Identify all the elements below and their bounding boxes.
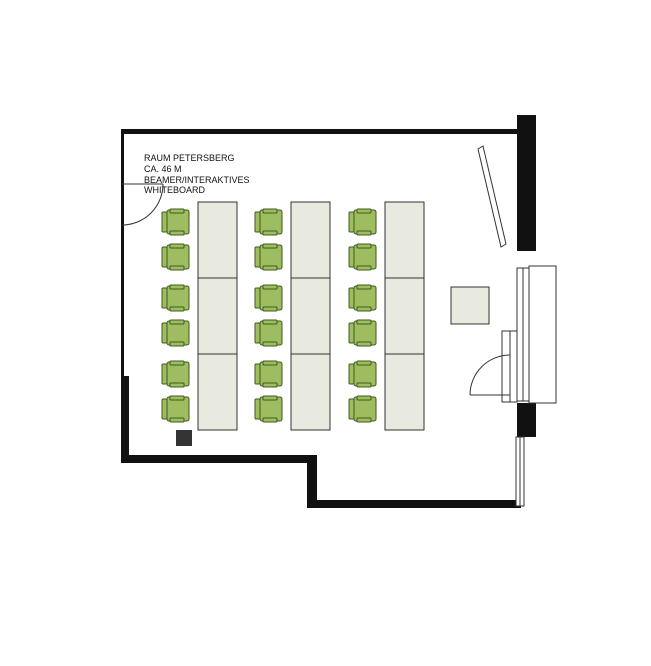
top-wall	[121, 129, 521, 134]
right-pillar-top	[517, 115, 536, 251]
room-area: CA. 46 M	[144, 164, 182, 174]
whiteboard	[477, 145, 507, 248]
table-3-2	[384, 277, 425, 355]
chair-3-6	[348, 395, 377, 423]
chair-1-2	[161, 243, 190, 271]
room-equipment-line2: WHITEBOARD	[144, 185, 206, 195]
room-equipment-line1: BEAMER/INTERAKTIVES	[144, 175, 250, 185]
bottom-wall-left	[121, 455, 317, 463]
table-2-2	[290, 277, 331, 355]
chair-3-5	[348, 360, 377, 388]
right-windows	[515, 265, 557, 507]
chair-1-6	[161, 395, 190, 423]
walls	[121, 115, 536, 508]
right-door	[469, 330, 518, 403]
chair-2-3	[254, 284, 283, 312]
table-1-3	[197, 353, 238, 431]
table-1-2	[197, 277, 238, 355]
right-pillar-middle	[517, 403, 536, 437]
table-3-3	[384, 353, 425, 431]
left-door	[121, 183, 164, 226]
table-3-1	[384, 201, 425, 279]
chair-2-6	[254, 395, 283, 423]
chair-1-4	[161, 319, 190, 347]
bottom-wall-right	[307, 500, 521, 508]
chair-1-5	[161, 360, 190, 388]
table-2-1	[290, 201, 331, 279]
table-1-1	[197, 201, 238, 279]
left-wall-upper	[121, 129, 124, 377]
speaker-box	[176, 430, 192, 446]
chair-3-2	[348, 243, 377, 271]
chair-1-1	[161, 208, 190, 236]
chair-2-4	[254, 319, 283, 347]
chairs-group	[161, 208, 377, 423]
tables-group	[197, 201, 425, 431]
notch-wall	[307, 455, 317, 508]
chair-3-4	[348, 319, 377, 347]
chair-2-5	[254, 360, 283, 388]
room-name: RAUM PETERSBERG	[144, 153, 235, 163]
chair-3-3	[348, 284, 377, 312]
side-table	[450, 286, 490, 325]
chair-2-1	[254, 208, 283, 236]
table-2-3	[290, 353, 331, 431]
chair-1-3	[161, 284, 190, 312]
window-panel	[528, 265, 557, 404]
chair-2-2	[254, 243, 283, 271]
chair-3-1	[348, 208, 377, 236]
left-wall-lower	[121, 376, 129, 463]
